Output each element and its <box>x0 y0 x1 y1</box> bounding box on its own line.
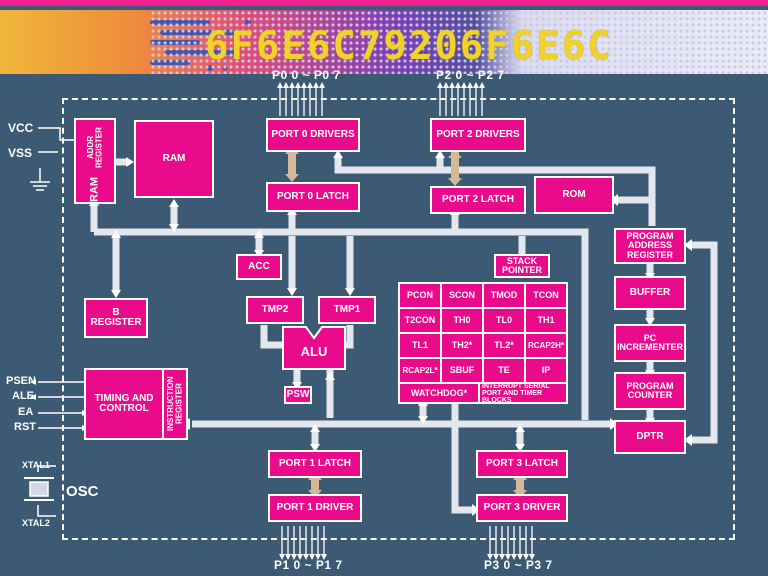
port1-driver: PORT 1 DRIVER <box>268 494 362 522</box>
sfr-th1: TH1 <box>526 309 566 332</box>
port2-pins-label: P2 0 ~ P2 7 <box>436 68 505 82</box>
sfr-interrupt-blocks: INTERRUPT SERIAL PORT AND TIMER BLOCKS <box>480 383 566 404</box>
chip-boundary <box>62 98 735 540</box>
b-register: B REGISTER <box>84 298 148 338</box>
sfr-tl2: TL2* <box>484 334 524 357</box>
port0-pins-label: P0 0 ~ P0 7 <box>272 68 341 82</box>
sfr-sbuf: SBUF <box>442 359 482 382</box>
sfr-pcon: PCON <box>400 284 440 307</box>
xtal2-label: XTAL2 <box>22 518 50 528</box>
psen-label: PSEN <box>6 375 36 387</box>
banner-dot-pattern <box>150 10 768 74</box>
ea-label: EA <box>18 406 34 418</box>
sfr-tl1: TL1 <box>400 334 440 357</box>
dptr-register: DPTR <box>614 420 686 454</box>
instruction-register-text: INSTRUCTION REGISTER <box>165 376 183 432</box>
header-banner: 6F6E6C79206F6E6C <box>0 10 768 74</box>
sfr-watchdog: WATCHDOG* <box>400 384 478 402</box>
port1-latch: PORT 1 LATCH <box>268 450 362 478</box>
port2-latch: PORT 2 LATCH <box>430 186 526 214</box>
tmp2-register: TMP2 <box>246 296 304 324</box>
ram-addr-register: RAM ADDR REGISTER <box>74 118 116 204</box>
sfr-te: TE <box>484 359 524 382</box>
crystal-icon <box>29 481 49 497</box>
sfr-tcon: TCON <box>526 284 566 307</box>
sfr-rcap2l: RCAP2L* <box>400 359 440 382</box>
tmp1-register: TMP1 <box>318 296 376 324</box>
port0-drivers: PORT 0 DRIVERS <box>266 118 360 152</box>
rst-label: RST <box>14 421 36 433</box>
sfr-th0: TH0 <box>442 309 482 332</box>
stack-pointer: STACK POINTER <box>494 254 550 278</box>
pc-incrementer: PC INCREMENTER <box>614 324 686 362</box>
rom-block: ROM <box>534 176 614 214</box>
sfr-t2con: T2CON <box>400 309 440 332</box>
sfr-rcap2h: RCAP2H* <box>526 334 566 357</box>
psw-register: PSW <box>284 386 312 404</box>
port2-drivers: PORT 2 DRIVERS <box>430 118 526 152</box>
banner-hex-text: 6F6E6C79206F6E6C <box>205 24 613 69</box>
sfr-scon: SCON <box>442 284 482 307</box>
xtal1-label: XTAL1 <box>22 460 50 470</box>
port3-pins-label: P3 0 ~ P3 7 <box>484 558 553 572</box>
timing-control-block: TIMING AND CONTROL <box>84 368 164 440</box>
sfr-ip: IP <box>526 359 566 382</box>
port3-driver: PORT 3 DRIVER <box>476 494 568 522</box>
port1-pins-label: P1 0 ~ P1 7 <box>274 558 343 572</box>
vss-label: VSS <box>8 146 33 160</box>
vcc-label: VCC <box>8 121 34 135</box>
sfr-th2: TH2* <box>442 334 482 357</box>
sfr-tl0: TL0 <box>484 309 524 332</box>
ram-block: RAM <box>134 120 214 198</box>
instruction-register: INSTRUCTION REGISTER <box>162 368 188 440</box>
buffer-block: BUFFER <box>614 276 686 310</box>
ram-addr-sub-text: ADDR REGISTER <box>85 127 103 168</box>
alu-shape <box>282 326 346 370</box>
osc-label: OSC <box>66 483 99 500</box>
alu-label: ALU <box>300 344 328 360</box>
port3-latch: PORT 3 LATCH <box>476 450 568 478</box>
sfr-grid: PCON SCON TMOD TCON T2CON TH0 TL0 TH1 TL… <box>398 282 568 404</box>
sfr-tmod: TMOD <box>484 284 524 307</box>
acc-register: ACC <box>236 254 282 280</box>
ram-addr-main-text: RAM <box>88 176 101 202</box>
port0-latch: PORT 0 LATCH <box>266 182 360 212</box>
ale-label: ALE <box>12 390 34 402</box>
program-address-register: PROGRAM ADDRESS REGISTER <box>614 228 686 264</box>
program-counter: PROGRAM COUNTER <box>614 372 686 410</box>
top-accent-bar <box>0 0 768 6</box>
